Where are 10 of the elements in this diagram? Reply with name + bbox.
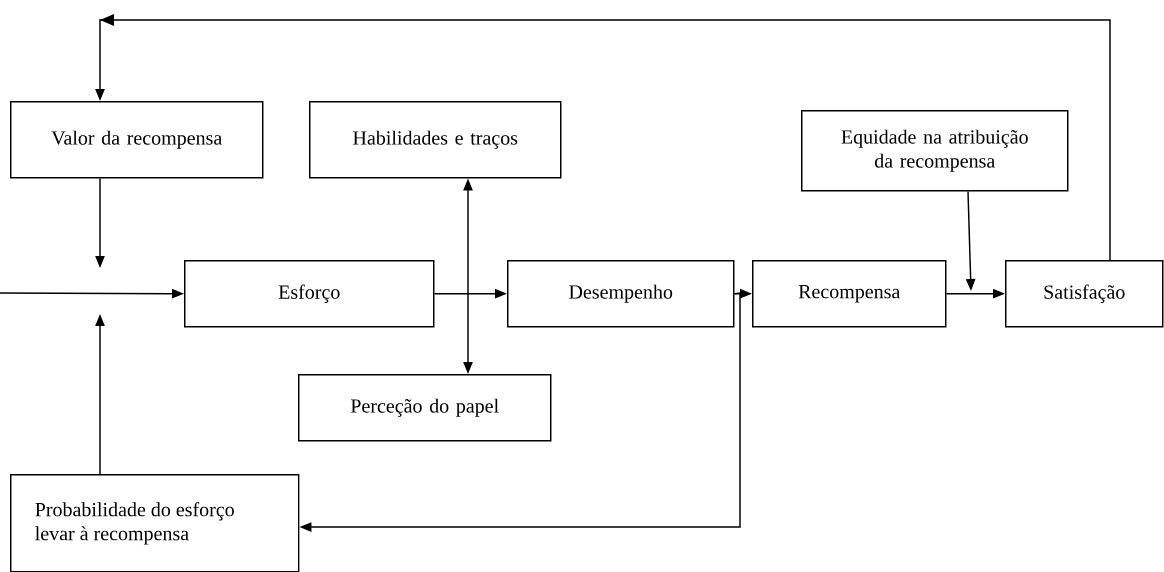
process-box: Valor da recompensa — [10, 101, 264, 179]
process-box: Desempenho — [507, 260, 735, 328]
arrow — [95, 14, 1111, 261]
process-box: Satisfação — [1005, 260, 1164, 328]
process-box: Esforço — [184, 260, 435, 328]
process-box: Equidade na atribuição da recompensa — [801, 110, 1069, 192]
process-box: Habilidades e traços — [309, 101, 562, 179]
process-box: Probabilidade do esforço levar à recompensa — [10, 474, 300, 572]
process-box: Recompensa — [752, 260, 947, 328]
process-box: Perceção do papel — [298, 374, 552, 442]
